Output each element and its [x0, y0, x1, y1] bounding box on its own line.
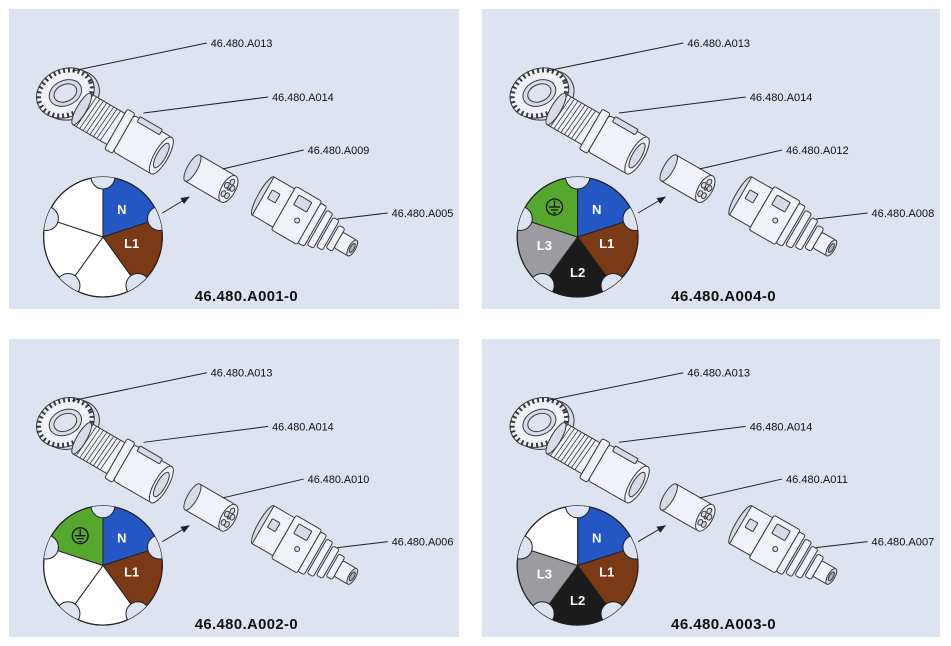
part-label-gland: 46.480.A005 [392, 208, 454, 220]
threaded-connector-body [545, 422, 650, 504]
leader-line-ring-nut [546, 42, 684, 72]
wheel-label-l1: L1 [599, 236, 614, 251]
leader-line-insert [222, 149, 304, 170]
part-label-body: 46.480.A014 [272, 92, 334, 104]
leader-lines [72, 372, 388, 549]
cable-gland-body [728, 505, 838, 585]
part-label-body: 46.480.A014 [272, 421, 334, 433]
coding-wheel: N L1 L2 L3 [516, 176, 639, 298]
cable-gland-body [250, 176, 359, 257]
part-label-body: 46.480.A014 [750, 421, 813, 433]
leader-lines [546, 42, 868, 220]
part-label-gland: 46.480.A007 [872, 537, 935, 549]
wheel-label-n: N [117, 531, 126, 546]
wheel-label-l2: L2 [570, 593, 585, 608]
connector-diagram: N L1 46.480.A013 46.480.A014 46.480.A009… [9, 9, 459, 309]
part-label-insert: 46.480.A011 [786, 474, 848, 486]
part-label-ring-nut: 46.480.A013 [687, 38, 750, 50]
connector-variant-panel: N L1 46.480.A013 46.480.A014 46.480.A009… [9, 9, 459, 309]
leader-line-insert [699, 478, 783, 499]
leader-line-ring-nut [72, 42, 207, 72]
coding-wheel: N L1 [43, 176, 163, 298]
wheel-to-insert-arrow [637, 525, 667, 543]
cable-gland-body [250, 505, 359, 585]
wheel-label-l1: L1 [599, 564, 614, 579]
wheel-label-l3: L3 [537, 566, 552, 581]
wheel-to-insert-arrow [162, 525, 190, 543]
panel-title: 46.480.A003-0 [671, 616, 776, 633]
leader-line-body [143, 96, 269, 114]
connector-variant-panel: N L1 L2 L3 46.480.A013 46.480.A014 46.48… [482, 339, 940, 637]
leader-line-insert [699, 149, 783, 170]
part-label-gland: 46.480.A008 [872, 208, 935, 220]
part-label-insert: 46.480.A010 [308, 474, 370, 486]
wheel-to-insert-arrow [162, 196, 190, 214]
contact-insert [183, 154, 239, 203]
connector-variant-panel: N L1 46.480.A013 46.480.A014 46.480.A010… [9, 339, 459, 637]
connector-variant-panel: N L1 L2 L3 46.480.A013 46.480.A014 46.48… [482, 9, 940, 309]
panel-title: 46.480.A001-0 [195, 289, 298, 305]
part-label-ring-nut: 46.480.A013 [687, 368, 750, 380]
wheel-label-n: N [117, 202, 126, 217]
earth-icon [545, 198, 564, 216]
part-label-ring-nut: 46.480.A013 [211, 38, 273, 50]
part-label-insert: 46.480.A009 [308, 145, 370, 157]
wheel-label-l1: L1 [124, 564, 139, 579]
wheel-label-n: N [592, 531, 601, 546]
leader-line-insert [222, 478, 304, 499]
part-label-body: 46.480.A014 [750, 92, 813, 104]
panel-title: 46.480.A004-0 [671, 288, 776, 305]
leader-line-ring-nut [72, 372, 207, 402]
threaded-connector-body [71, 92, 174, 175]
part-label-gland: 46.480.A006 [392, 537, 454, 549]
leader-line-gland [337, 541, 388, 549]
connector-diagram: N L1 46.480.A013 46.480.A014 46.480.A010… [9, 339, 459, 637]
threaded-connector-body [71, 422, 174, 504]
wheel-to-insert-arrow [637, 196, 667, 214]
cable-gland-body [728, 176, 838, 257]
leader-line-body [618, 425, 746, 443]
wheel-label-l1: L1 [124, 236, 139, 251]
panel-title: 46.480.A002-0 [195, 617, 298, 633]
earth-icon [71, 527, 89, 545]
threaded-connector-body [545, 92, 650, 175]
contact-insert [183, 483, 239, 532]
wheel-label-n: N [592, 202, 601, 217]
leader-line-gland [816, 541, 868, 549]
leader-lines [546, 372, 868, 549]
leader-line-body [143, 425, 269, 443]
part-label-insert: 46.480.A012 [786, 145, 849, 157]
leader-line-gland [337, 212, 388, 220]
leader-line-ring-nut [546, 372, 684, 402]
leader-lines [72, 42, 388, 220]
wheel-label-l2: L2 [570, 265, 585, 280]
connector-diagram: N L1 L2 L3 46.480.A013 46.480.A014 46.48… [482, 9, 940, 309]
coding-wheel: N L1 [43, 505, 163, 626]
contact-insert [659, 483, 716, 532]
wheel-label-l3: L3 [537, 238, 552, 253]
part-label-ring-nut: 46.480.A013 [211, 368, 273, 380]
leader-line-gland [816, 212, 868, 220]
leader-line-body [618, 96, 746, 114]
ring-nut [509, 397, 575, 450]
contact-insert [659, 154, 716, 203]
connector-diagram: N L1 L2 L3 46.480.A013 46.480.A014 46.48… [482, 339, 940, 637]
